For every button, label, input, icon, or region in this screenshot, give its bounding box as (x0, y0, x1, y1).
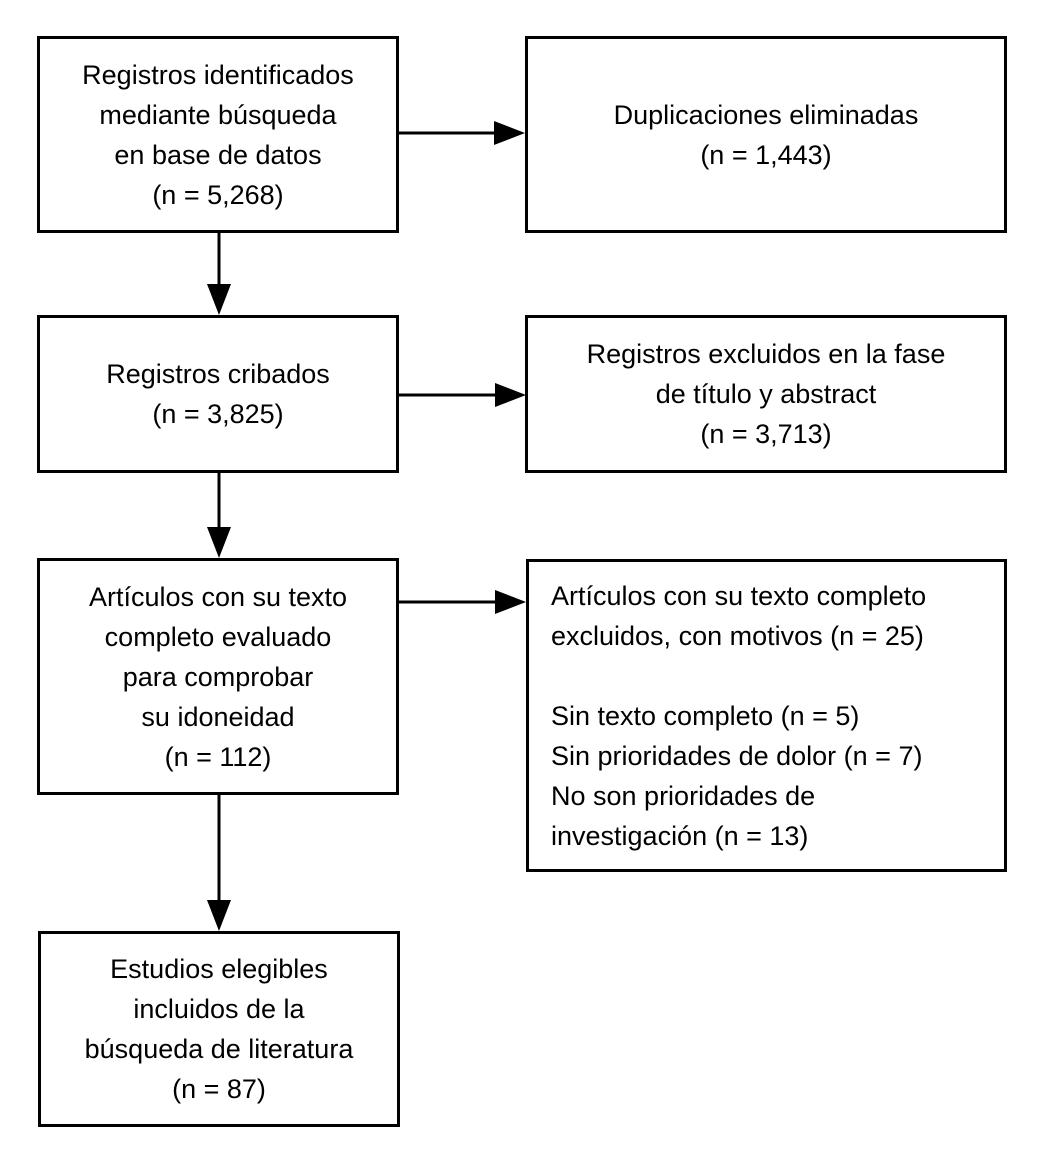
arrow-identified-to-screened (207, 233, 231, 315)
arrow-fulltext-to-included (207, 794, 231, 931)
box-records-screened: Registros cribados (n = 3,825) (37, 315, 399, 473)
box-fulltext-excluded-text: Artículos con su texto completo excluido… (551, 581, 927, 851)
box-studies-included: Estudios elegibles incluidos de la búsqu… (38, 931, 400, 1127)
box-records-identified-text: Registros identificados mediante búsqued… (82, 59, 354, 210)
box-records-identified: Registros identificados mediante búsqued… (37, 36, 399, 233)
box-fulltext-excluded: Artículos con su texto completo excluido… (526, 559, 1007, 872)
box-fulltext-assessed: Artículos con su texto completo evaluado… (37, 558, 399, 795)
arrow-fulltext-to-excluded (399, 590, 526, 614)
box-excluded-title-abstract: Registros excluidos en la fase de título… (525, 315, 1007, 473)
box-studies-included-text: Estudios elegibles incluidos de la búsqu… (84, 954, 354, 1104)
arrow-screened-to-fulltext (207, 473, 231, 558)
arrow-identified-to-duplicates (399, 121, 525, 145)
box-records-screened-text: Registros cribados (n = 3,825) (106, 359, 330, 429)
box-excluded-title-abstract-text: Registros excluidos en la fase de título… (586, 339, 946, 449)
arrow-screened-to-excluded (399, 383, 526, 407)
box-fulltext-assessed-text: Artículos con su texto completo evaluado… (88, 581, 348, 772)
box-duplicates-removed-text: Duplicaciones eliminadas (n = 1,443) (613, 99, 919, 170)
box-duplicates-removed: Duplicaciones eliminadas (n = 1,443) (525, 36, 1007, 233)
